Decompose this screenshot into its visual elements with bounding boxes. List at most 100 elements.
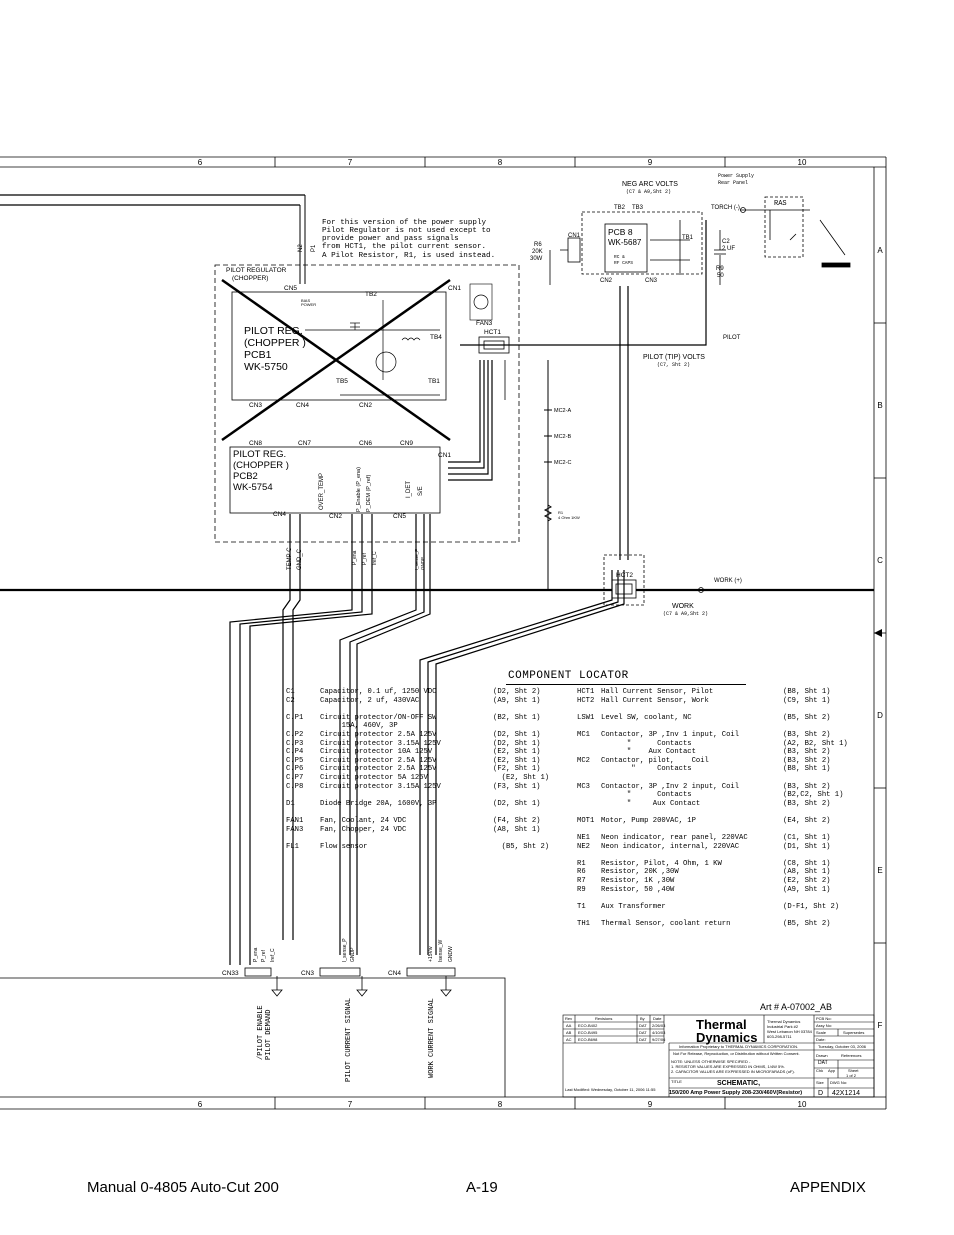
- column-label: 7: [348, 158, 353, 167]
- locator-desc: Thermal Sensor, coolant return: [601, 920, 731, 929]
- locator-loc: (D2, Sht 1): [493, 730, 541, 739]
- locator-desc: " Contacts: [601, 791, 692, 800]
- locator-ref: FAN1: [286, 816, 304, 825]
- label: 9/27/06: [652, 1037, 666, 1042]
- label: S/E: [418, 486, 424, 496]
- label: Iref_C: [372, 551, 378, 565]
- locator-desc: Fan, Chopper, 24 VDC: [320, 825, 407, 834]
- label: P_ref: [261, 949, 267, 962]
- row-label: F: [878, 1021, 883, 1030]
- locator-ref: MC3: [577, 782, 590, 791]
- note-block: For this version of the power supply Pil…: [322, 219, 495, 260]
- locator-loc: (A9, Sht 1): [493, 696, 541, 705]
- label: +15Vw: [428, 946, 434, 962]
- label: (C7, Sht 2): [657, 362, 690, 368]
- label: POWER: [301, 302, 316, 307]
- label: 4 Ohm 1KW: [558, 515, 580, 520]
- label: OVER_TEMP: [319, 473, 325, 510]
- label: Assy No:: [816, 1023, 832, 1028]
- locator-desc: " Aux Contact: [601, 799, 701, 808]
- pcb2-label: WK-5754: [233, 482, 273, 493]
- locator-loc: (A8, Sht 1): [783, 868, 831, 877]
- connector-label: CN9: [400, 440, 413, 447]
- label: PILOT REGULATOR: [226, 267, 287, 274]
- pcb1-label: WK-5750: [244, 361, 288, 373]
- locator-ref: C.P6: [286, 765, 304, 774]
- locator-desc: Circuit protector 3.15A 125V: [320, 739, 441, 748]
- locator-desc: Circuit protector 2.5A 125V: [320, 765, 437, 774]
- pcb1-label: PILOT REG.: [244, 325, 303, 337]
- locator-desc: Hall Current Sensor, Work: [601, 696, 709, 705]
- locator-desc: Contactor, 3P ,Inv 1 input, Coil: [601, 730, 740, 739]
- row-label: E: [877, 866, 882, 875]
- label: MC2-A: [554, 408, 571, 414]
- locator-ref: LSW1: [577, 713, 595, 722]
- label: RAS: [774, 200, 787, 208]
- note-line: Pilot Regulator is not used except to: [322, 227, 491, 235]
- label: MC2-B: [554, 434, 571, 440]
- locator-ref: NE1: [577, 834, 590, 843]
- label: Information Proprietary to THERMAL DYNAM…: [679, 1044, 798, 1049]
- grid-row-labels: A B C D E F: [877, 246, 883, 1030]
- terminal-label: TB1: [682, 235, 694, 241]
- label: 1. RESISTOR VALUES ARE EXPRESSED IN OHMS…: [671, 1064, 785, 1069]
- label: 2. CAPACITOR VALUES ARE EXPRESSED IN MIC…: [671, 1069, 795, 1074]
- locator-loc: (C9, Sht 1): [783, 696, 831, 705]
- locator-loc: (F3, Sht 1): [493, 782, 541, 791]
- locator-desc: Flow sensor: [320, 842, 368, 851]
- locator-ref: C.P7: [286, 773, 304, 782]
- locator-desc: Resistor, Pilot, 4 Ohm, 1 KW: [601, 859, 722, 868]
- locator-desc: Level SW, coolant, NC: [601, 713, 692, 722]
- label: Date:: [816, 1037, 826, 1042]
- locator-ref: C.P4: [286, 748, 304, 757]
- connector-label: CN5: [393, 513, 406, 520]
- label: App: [828, 1068, 836, 1073]
- locator-ref: FAN3: [286, 825, 304, 834]
- locator-loc: (B3, Sht 2): [783, 799, 831, 808]
- locator-loc: (B8, Sht 1): [783, 688, 831, 696]
- locator-ref: C.P2: [286, 730, 304, 739]
- label: /PILOT ENABLE: [257, 1005, 265, 1060]
- note-line: provide power and pass signals: [322, 235, 459, 243]
- connector-label: CN4: [296, 402, 309, 409]
- neg-arc-label: NEG ARC VOLTS: [622, 181, 678, 188]
- row-label: C: [877, 556, 883, 565]
- manual-title: Manual 0-4805 Auto-Cut 200: [87, 1179, 279, 1196]
- locator-loc: (C8, Sht 1): [783, 859, 831, 868]
- locator-loc: (D2, Sht 2): [493, 688, 541, 696]
- locator-desc: Circuit protector/ON-OFF SW: [320, 713, 437, 722]
- page-footer: Manual 0-4805 Auto-Cut 200 A-19 APPENDIX: [0, 1179, 954, 1203]
- locator-desc: " Aux Contact: [601, 748, 696, 757]
- locator-ref: MOT1: [577, 816, 595, 825]
- connector-label: CN4: [273, 511, 286, 518]
- locator-ref: FL1: [286, 842, 299, 851]
- hct1: [478, 336, 510, 354]
- locator-desc: Fan, Coolant, 24 VDC: [320, 816, 407, 825]
- locator-ref: R7: [577, 877, 586, 886]
- label: PCB No:: [816, 1016, 832, 1021]
- locator-loc: (D2, Sht 1): [493, 799, 541, 808]
- locator-loc: (A2, B2, Sht 1): [783, 739, 848, 748]
- label: West Lebanon NH 03784: [767, 1029, 813, 1034]
- pcb1-label: (CHOPPER ): [244, 337, 306, 349]
- label: DAT: [639, 1023, 647, 1028]
- label: Rev: [565, 1016, 572, 1021]
- hct2-label: HCT2: [616, 572, 633, 579]
- power-wires: [0, 194, 874, 592]
- locator-desc: 15A, 460V, 3P: [320, 722, 398, 731]
- locator-ref: R6: [577, 868, 586, 877]
- label: (C7 & A9,Sht 2): [626, 189, 671, 195]
- connector-label: CN6: [359, 440, 372, 447]
- hct1-label: HCT1: [484, 329, 501, 336]
- label: Tuesday, October 03, 2006: [818, 1044, 867, 1049]
- terminal-label: TB5: [336, 378, 348, 385]
- label: I_DET: [406, 481, 412, 498]
- label: RF CAPS: [614, 260, 633, 266]
- label: PILOT: [723, 335, 741, 341]
- label: DWG No:: [830, 1080, 847, 1085]
- pcb1-label: PCB1: [244, 349, 272, 361]
- locator-ref: C.P5: [286, 756, 304, 765]
- label: 20K: [532, 249, 543, 255]
- terminal-label: TB2: [365, 291, 377, 298]
- locator-loc: (B8, Sht 1): [783, 765, 831, 774]
